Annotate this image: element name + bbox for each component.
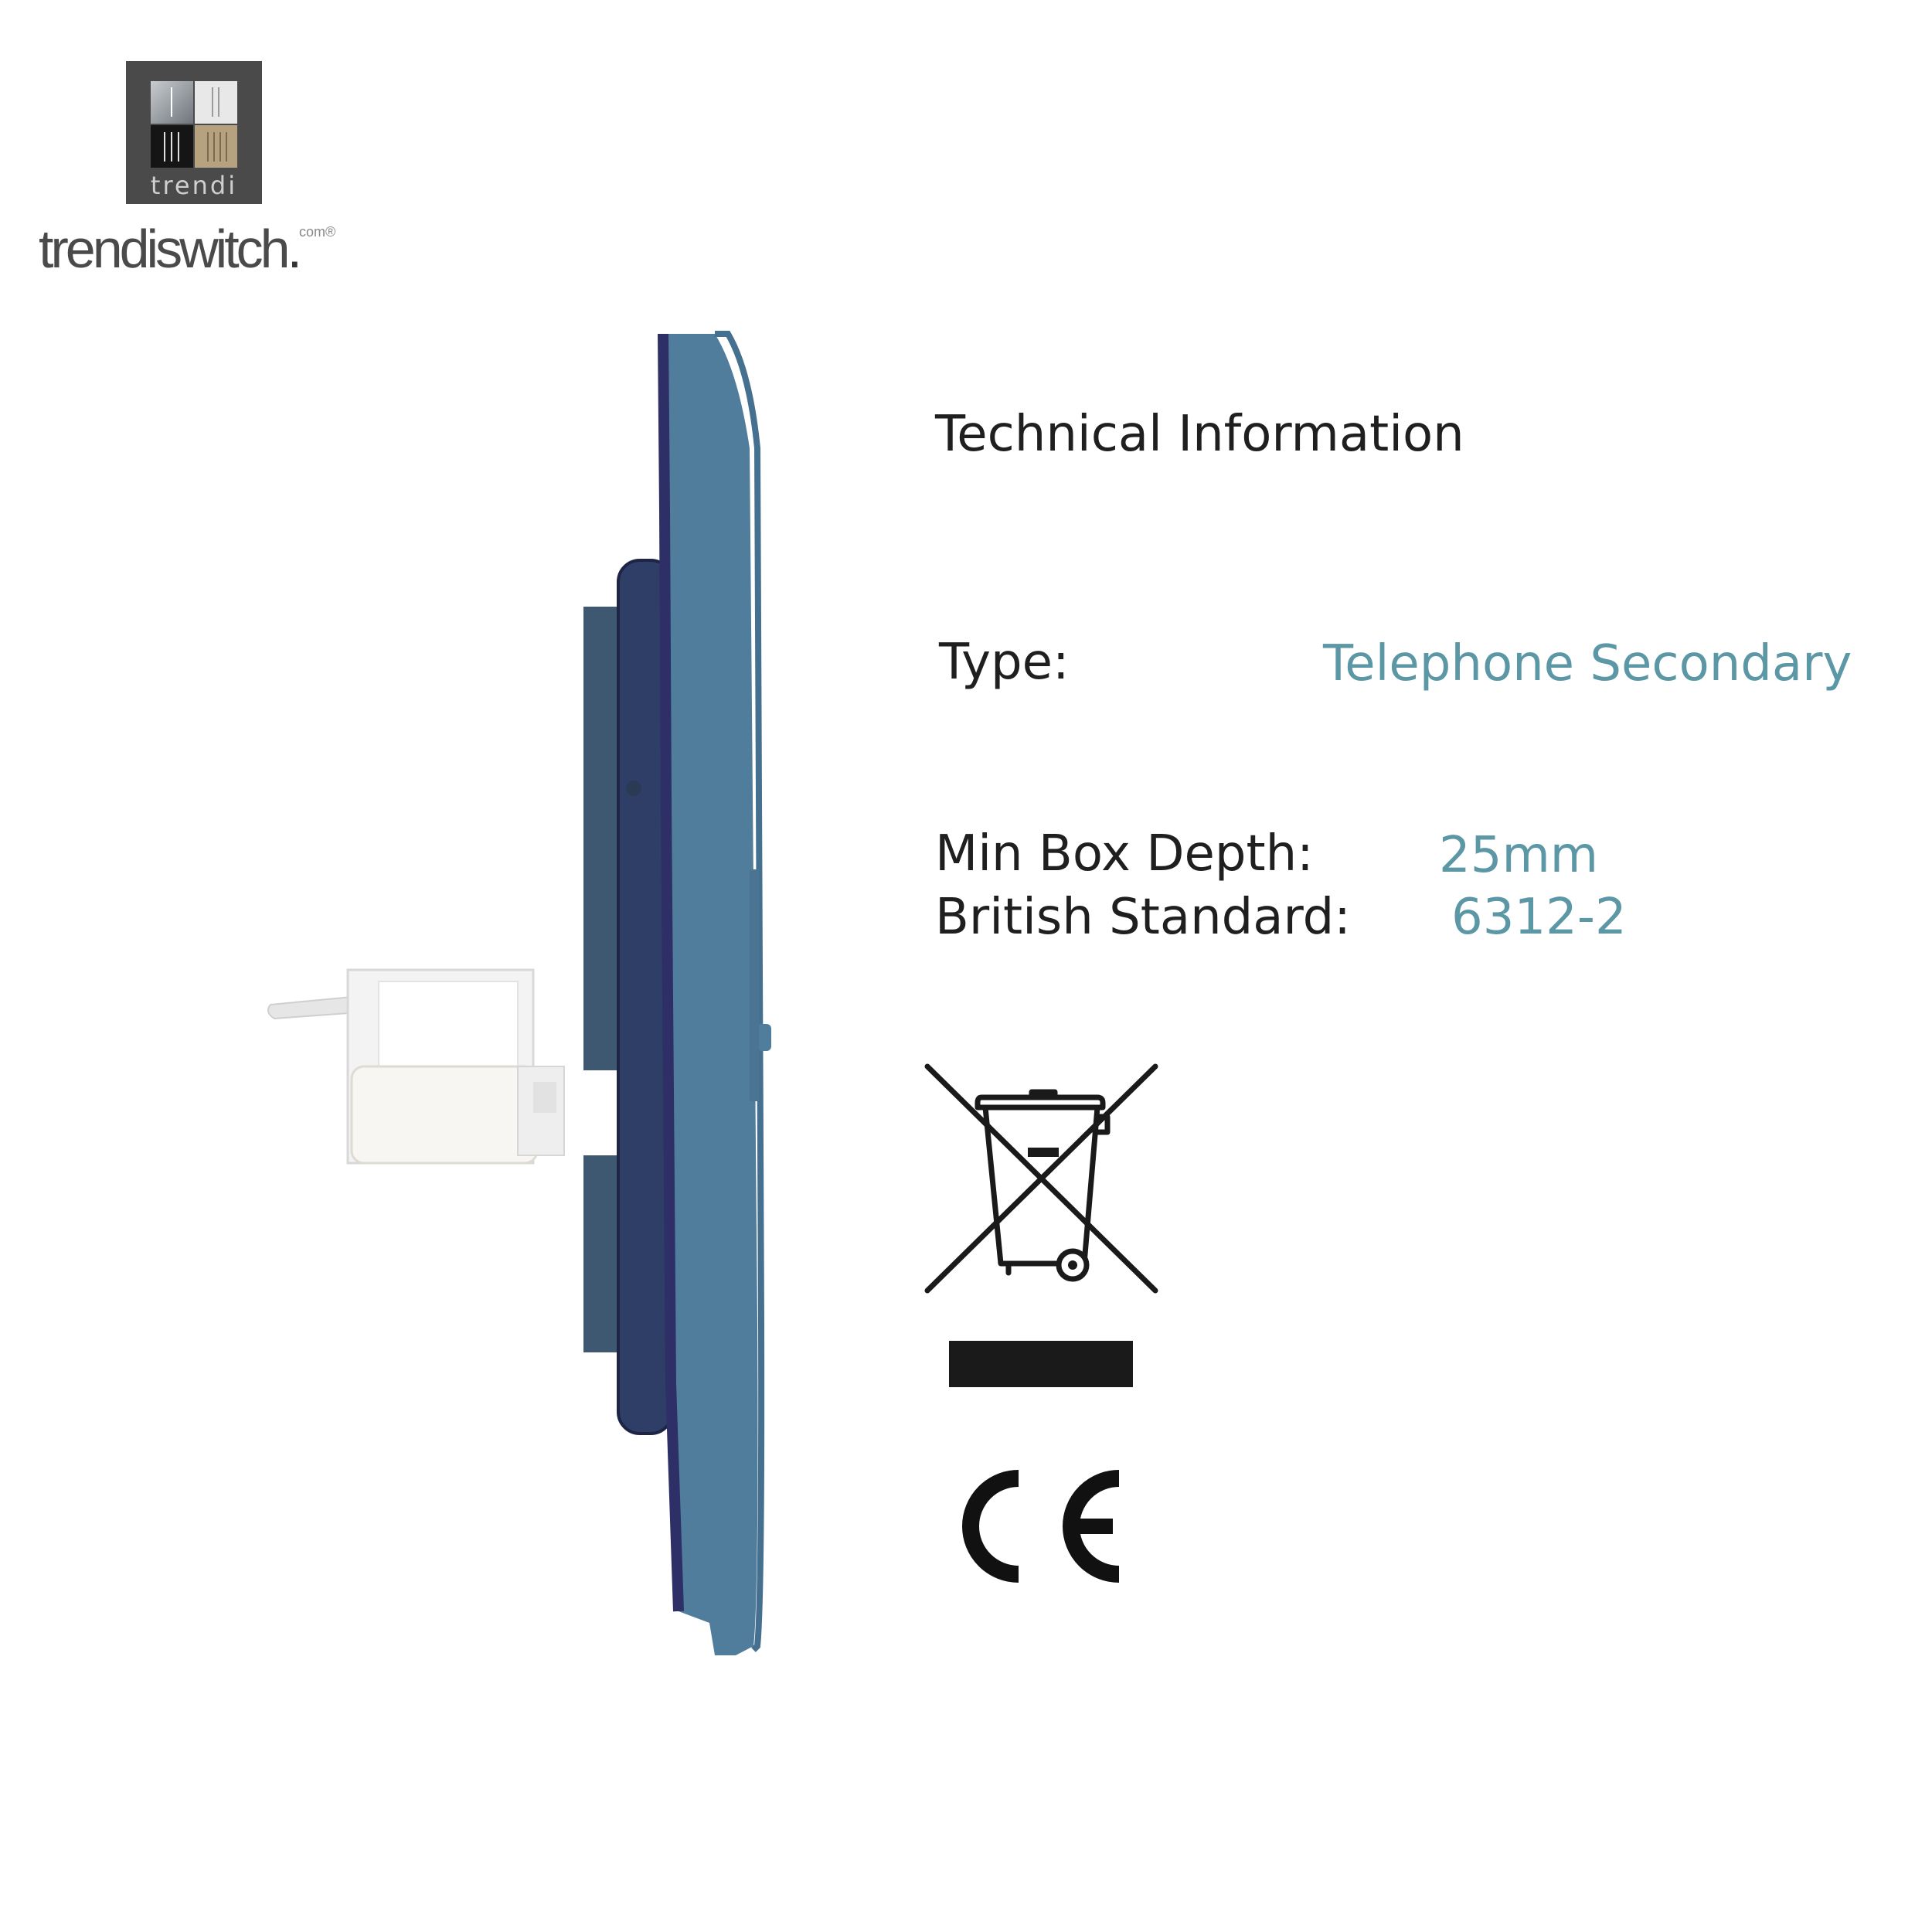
spec-min-box-depth-label: Min Box Depth: [935, 825, 1314, 883]
technical-information-title: Technical Information [935, 406, 1464, 463]
faceplate-illustration [658, 331, 771, 1655]
ce-mark-icon [962, 1470, 1120, 1583]
spec-british-standard-label: British Standard: [935, 889, 1351, 946]
spec-type-label: Type: [939, 634, 1070, 691]
brand-wordmark: trendiswitch.com® [39, 218, 335, 280]
brand-logo: trendi [126, 61, 262, 204]
brand-wordmark-text: trendiswitch [39, 219, 291, 279]
spec-british-standard-value: 6312-2 [1451, 889, 1627, 946]
brand-logo-icon: trendi [126, 61, 262, 204]
spec-min-box-depth-value: 25mm [1439, 827, 1599, 884]
backbox-illustration [583, 559, 674, 1435]
product-side-view-image [267, 331, 771, 1655]
telephone-module-illustration [267, 968, 565, 1165]
weee-underline-bar [949, 1341, 1133, 1387]
logo-text: trendi [151, 171, 237, 200]
brand-wordmark-dot: . [287, 219, 303, 279]
weee-crossed-bin-icon [924, 1063, 1158, 1294]
spec-type-value: Telephone Secondary [1323, 635, 1852, 692]
brand-wordmark-suffix: com® [299, 224, 336, 240]
